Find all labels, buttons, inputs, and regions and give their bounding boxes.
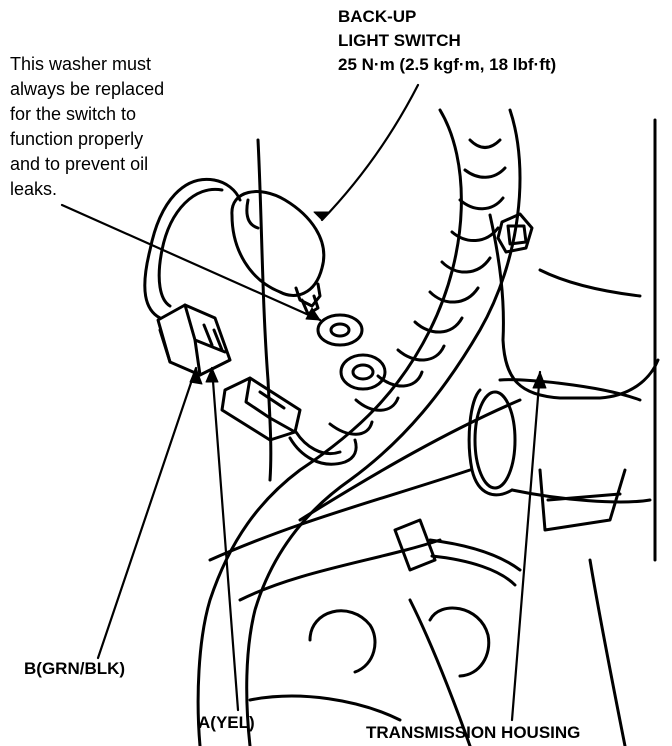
sealing-ring xyxy=(339,353,387,391)
washer xyxy=(316,313,364,347)
hose-fitting xyxy=(393,518,522,587)
washer-note-line3: for the switch to xyxy=(10,104,137,124)
washer-note-line6: leaks. xyxy=(10,179,58,199)
connector-b-label: B(GRN/BLK) xyxy=(24,659,126,678)
arrowhead-switch xyxy=(313,211,331,221)
back-up-light-switch xyxy=(212,178,326,316)
washer-note-line5: and to prevent oil xyxy=(10,154,149,174)
washer-note-line4: function properly xyxy=(10,129,144,149)
washer-note-line1: This washer must xyxy=(10,54,152,74)
wiring-harness xyxy=(196,108,522,746)
bolt xyxy=(496,212,534,254)
arrowhead-b xyxy=(189,367,203,385)
arrowhead-a xyxy=(205,367,219,383)
housing-boss xyxy=(467,378,652,532)
switch-label-line1: BACK-UP xyxy=(338,7,417,26)
transmission-housing xyxy=(208,118,660,746)
lower-domes xyxy=(308,606,491,678)
switch-wire xyxy=(143,177,224,320)
transmission-housing-label: TRANSMISSION HOUSING xyxy=(366,723,581,742)
connector-b xyxy=(156,303,232,377)
switch-label-line2: LIGHT SWITCH xyxy=(338,31,461,50)
connector-a xyxy=(220,376,358,466)
arrowhead-washer xyxy=(305,307,321,321)
leader-lines xyxy=(60,83,542,722)
arrowhead-housing xyxy=(532,371,547,389)
connector-a-label: A(YEL) xyxy=(198,713,255,732)
switch-torque-label: 25 N·m (2.5 kgf·m, 18 lbf·ft) xyxy=(338,55,557,74)
washer-note-line2: always be replaced xyxy=(10,79,165,99)
